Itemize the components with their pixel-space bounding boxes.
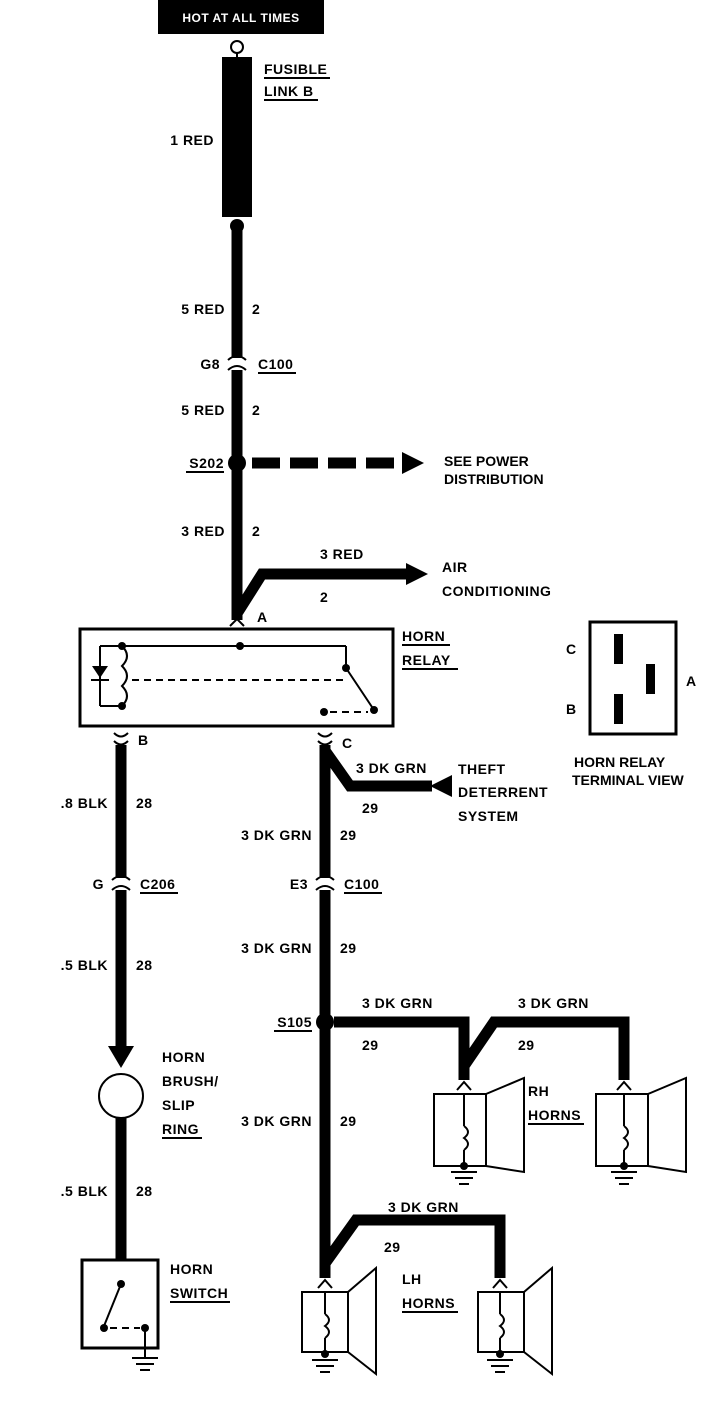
wire-label: 3 DK GRN: [518, 995, 589, 1011]
connector-c206: [111, 875, 131, 891]
connector-pin: G8: [200, 356, 220, 372]
ac-arrow: [406, 563, 428, 585]
connector-pin: E3: [290, 876, 308, 892]
rh-horn-1: [433, 1076, 525, 1185]
wire-label: .8 BLK: [61, 795, 108, 811]
wire-label: 3 DK GRN: [241, 827, 312, 843]
theft-destination-3: SYSTEM: [458, 808, 519, 824]
wire-number: 2: [320, 589, 328, 605]
wire-number: 28: [136, 1183, 153, 1199]
fusible-link: [222, 57, 252, 217]
horn-brush-label-2: BRUSH/: [162, 1073, 219, 1089]
wire-number: 2: [252, 301, 260, 317]
wire-number: 29: [362, 800, 379, 816]
wire-number: 29: [340, 827, 357, 843]
wire-lh: [321, 1214, 506, 1278]
horn-relay-terminal-view: [588, 620, 678, 736]
splice-label: S105: [277, 1014, 312, 1030]
ac-destination-1: AIR: [442, 559, 468, 575]
terminal-view-title-1: HORN RELAY: [574, 754, 666, 770]
horn-brush-slip-ring: [98, 1073, 144, 1119]
wire-number: 29: [384, 1239, 401, 1255]
theft-destination-2: DETERRENT: [458, 784, 548, 800]
power-arrow: [402, 452, 424, 474]
horn-switch: [80, 1258, 160, 1350]
connector-name: C100: [344, 876, 379, 892]
wire-number: 2: [252, 402, 260, 418]
wire-number: 29: [362, 1037, 379, 1053]
horn-brush-label-1: HORN: [162, 1049, 205, 1065]
ac-destination-2: CONDITIONING: [442, 583, 551, 599]
connector-pin: G: [93, 876, 104, 892]
wire-label: 3 DK GRN: [388, 1199, 459, 1215]
wire-3-dk-grn-theft: [321, 748, 432, 792]
lh-horns-label-2: HORNS: [402, 1295, 455, 1311]
connector-name: C206: [140, 876, 175, 892]
wire-label: 3 DK GRN: [241, 940, 312, 956]
rh-horn-2: [595, 1076, 687, 1185]
header-title: HOT AT ALL TIMES: [182, 11, 299, 25]
wire-number: 29: [518, 1037, 535, 1053]
relay-terminal-a: A: [257, 609, 268, 625]
theft-arrow: [430, 775, 452, 797]
horn-brush-label-3: SLIP: [162, 1097, 195, 1113]
wire-label: 3 RED: [181, 523, 225, 539]
theft-destination-1: THEFT: [458, 761, 506, 777]
connector-c100-bottom: [315, 875, 335, 891]
wire-label: .5 BLK: [61, 1183, 108, 1199]
horn-switch-label-2: SWITCH: [170, 1285, 228, 1301]
wire-number: 29: [340, 1113, 357, 1129]
connector-name: C100: [258, 356, 293, 372]
wire-label: .5 BLK: [61, 957, 108, 973]
connector-c100-top: [227, 355, 247, 371]
lh-horns-label-1: LH: [402, 1271, 422, 1287]
rh-horns-label-1: RH: [528, 1083, 549, 1099]
fusible-link-wire: 1 RED: [170, 132, 214, 148]
wire-number: 28: [136, 795, 153, 811]
wire-label: 3 RED: [320, 546, 364, 562]
wire-label: 3 DK GRN: [241, 1113, 312, 1129]
wire-number: 28: [136, 957, 153, 973]
relay-terminal-c: C: [342, 735, 353, 751]
splice-label: S202: [189, 455, 224, 471]
header-box: [158, 0, 324, 34]
horn-brush-label-4: RING: [162, 1121, 199, 1137]
wire-label: 3 DK GRN: [356, 760, 427, 776]
wire-label: 5 RED: [181, 402, 225, 418]
fusible-link-label-2: LINK B: [264, 83, 314, 99]
relay-terminal-b: B: [138, 732, 149, 748]
wire-number: 2: [252, 523, 260, 539]
wire-rh-2: [459, 1016, 630, 1080]
wire-rh-1: [334, 1016, 470, 1080]
terminal-view-a: A: [686, 673, 696, 689]
fusible-link-label-1: FUSIBLE: [264, 61, 327, 77]
power-destination-2: DISTRIBUTION: [444, 471, 544, 487]
horn-brush-arrow: [108, 1046, 134, 1068]
horn-relay-label-1: HORN: [402, 628, 445, 644]
lh-horn-1: [301, 1265, 377, 1377]
power-destination-1: SEE POWER: [444, 453, 529, 469]
battery-terminal: [230, 40, 244, 54]
wire-label: 5 RED: [181, 301, 225, 317]
horn-switch-label-1: HORN: [170, 1261, 213, 1277]
rh-horns-label-2: HORNS: [528, 1107, 581, 1123]
lh-horn-2: [477, 1265, 553, 1377]
terminal-view-title-2: TERMINAL VIEW: [572, 772, 685, 788]
terminal-view-b: B: [566, 701, 576, 717]
horn-relay-label-2: RELAY: [402, 652, 451, 668]
wire-3-red-ac: [233, 568, 408, 615]
terminal-view-c: C: [566, 641, 576, 657]
wire-label: 3 DK GRN: [362, 995, 433, 1011]
wire-number: 29: [340, 940, 357, 956]
